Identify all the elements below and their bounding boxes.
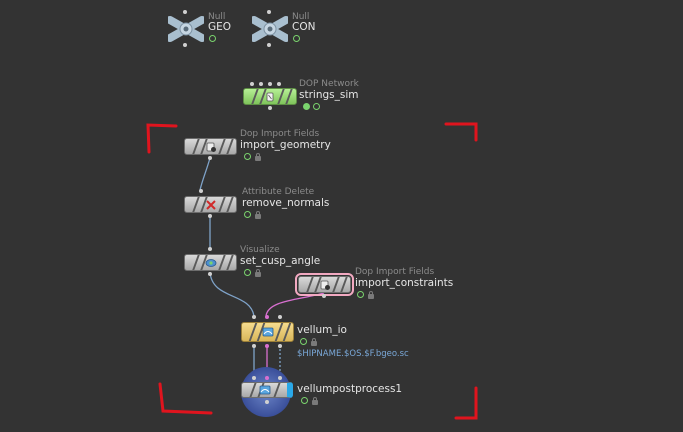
input-connector[interactable]: [252, 315, 256, 319]
file-path-expression: $HIPNAME.$OS.$F.bgeo.sc: [297, 349, 409, 359]
node-name-label[interactable]: strings_sim: [299, 89, 359, 101]
dop-import-icon: [206, 142, 216, 152]
annotation-bracket-bottom-left: [158, 382, 213, 415]
input-connector[interactable]: [208, 247, 212, 251]
render-flag[interactable]: [313, 103, 320, 110]
node-dop-network[interactable]: DOP Network strings_sim: [242, 78, 372, 114]
node-import-geometry[interactable]: Dop Import Fields import_geometry: [183, 128, 343, 164]
output-connector[interactable]: [208, 272, 212, 276]
input-connector[interactable]: [277, 82, 281, 86]
node-remove-normals[interactable]: Attribute Delete remove_normals: [183, 186, 343, 222]
null-icon: [250, 14, 290, 44]
output-connector[interactable]: [322, 294, 326, 298]
node-name-label[interactable]: GEO: [208, 21, 232, 33]
output-connector[interactable]: [183, 43, 187, 47]
annotation-bracket-top-left: [146, 123, 178, 154]
node-name-label[interactable]: import_geometry: [240, 139, 331, 151]
node-set-cusp-angle[interactable]: Visualize set_cusp_angle: [183, 244, 343, 280]
input-connector[interactable]: [199, 189, 203, 193]
node-name-label[interactable]: import_constraints: [355, 277, 454, 289]
input-connector[interactable]: [259, 82, 263, 86]
node-name-label[interactable]: set_cusp_angle: [240, 255, 321, 267]
input-connector[interactable]: [265, 315, 269, 319]
output-connector[interactable]: [252, 344, 256, 348]
input-connector[interactable]: [278, 376, 282, 380]
vellum-icon: [262, 327, 273, 337]
dop-network-icon: [266, 92, 274, 101]
input-connector[interactable]: [267, 10, 271, 14]
wire-visualize-to-vellumio: [209, 271, 255, 317]
null-icon: [166, 14, 206, 44]
node-name-label[interactable]: vellumpostprocess1: [297, 383, 403, 395]
node-name-label[interactable]: remove_normals: [242, 197, 330, 209]
input-connector[interactable]: [268, 82, 272, 86]
display-flag[interactable]: [244, 211, 251, 218]
node-type-label: DOP Network: [299, 79, 359, 89]
node-tile[interactable]: [241, 322, 294, 342]
display-flag[interactable]: [244, 153, 251, 160]
output-connector[interactable]: [265, 344, 269, 348]
display-flag[interactable]: [357, 291, 364, 298]
dop-import-icon: [320, 280, 330, 290]
node-vellum-io[interactable]: vellum_io $HIPNAME.$OS.$F.bgeo.sc: [240, 312, 430, 362]
attribute-delete-icon: [205, 199, 216, 210]
node-tile[interactable]: [184, 138, 237, 155]
lock-icon[interactable]: [312, 397, 318, 405]
lock-icon[interactable]: [255, 269, 261, 277]
lock-icon[interactable]: [311, 338, 317, 346]
wire-constraints-to-vellumio: [265, 292, 325, 317]
output-connector[interactable]: [268, 106, 272, 110]
node-name-label[interactable]: vellum_io: [297, 324, 347, 336]
node-null-geo[interactable]: Null GEO: [166, 10, 246, 50]
display-flag[interactable]: [303, 103, 310, 110]
node-null-con[interactable]: Null CON: [250, 10, 330, 50]
node-tile[interactable]: [184, 254, 237, 271]
visualize-icon: [205, 258, 216, 267]
node-type-label: Attribute Delete: [242, 187, 315, 197]
node-vellum-postprocess[interactable]: vellumpostprocess1: [238, 364, 438, 418]
input-connector[interactable]: [265, 376, 269, 380]
annotation-bracket-bottom-right: [454, 386, 478, 420]
lock-icon[interactable]: [255, 211, 261, 219]
input-connector[interactable]: [183, 10, 187, 14]
node-tile[interactable]: [241, 382, 293, 398]
annotation-bracket-top-right: [444, 122, 478, 142]
output-connector[interactable]: [208, 214, 212, 218]
node-type-label: Dop Import Fields: [355, 267, 435, 277]
display-flag[interactable]: [209, 35, 216, 42]
output-connector[interactable]: [278, 344, 282, 348]
output-connector[interactable]: [208, 156, 212, 160]
node-tile[interactable]: [295, 273, 354, 296]
lock-icon[interactable]: [255, 153, 261, 161]
output-connector[interactable]: [267, 43, 271, 47]
display-flag[interactable]: [300, 338, 307, 345]
display-flag[interactable]: [244, 269, 251, 276]
input-connector[interactable]: [278, 315, 282, 319]
lock-icon[interactable]: [368, 291, 374, 299]
node-tile[interactable]: [243, 88, 297, 105]
vellum-postprocess-icon: [259, 385, 270, 395]
wire-geometry-to-delete: [199, 157, 211, 191]
output-connector[interactable]: [265, 400, 269, 404]
node-name-label[interactable]: CON: [292, 21, 316, 33]
display-flag[interactable]: [301, 397, 308, 404]
input-connector[interactable]: [250, 82, 254, 86]
node-import-constraints[interactable]: Dop Import Fields import_constraints: [295, 266, 467, 302]
input-connector[interactable]: [252, 376, 256, 380]
node-type-label: Null: [292, 12, 310, 22]
node-type-label: Visualize: [240, 245, 280, 255]
node-type-label: Dop Import Fields: [240, 129, 320, 139]
node-tile[interactable]: [184, 196, 237, 213]
display-flag[interactable]: [293, 35, 300, 42]
node-type-label: Null: [208, 12, 226, 22]
